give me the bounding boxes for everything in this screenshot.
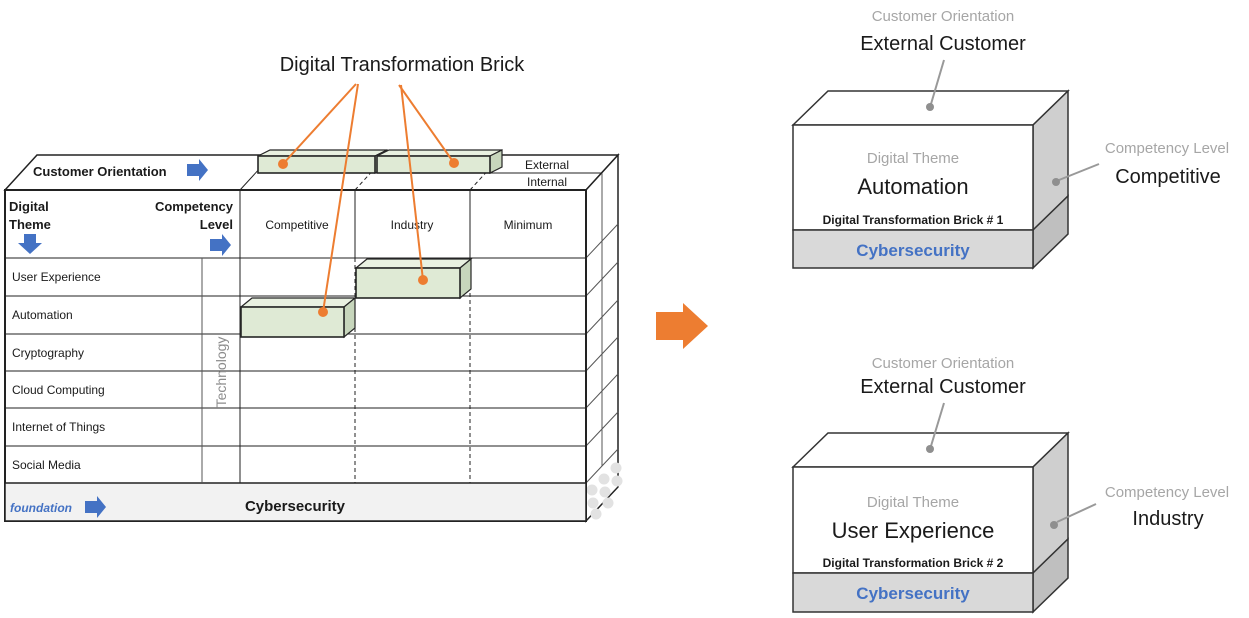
- brick2-competency-label: Competency Level: [1105, 484, 1229, 501]
- depth-label-internal: Internal: [527, 175, 567, 189]
- brick1-theme-label: Digital Theme: [867, 150, 959, 167]
- column-header-minimum: Minimum: [504, 218, 553, 232]
- brick2-top-connector-dot: [926, 445, 934, 453]
- column-header-competitive: Competitive: [265, 218, 329, 232]
- corner-dots-pattern: [586, 462, 623, 520]
- callout-lines: [278, 83, 459, 317]
- brick2-side-connector-dot: [1050, 521, 1058, 529]
- brick2-caption: Digital Transformation Brick # 2: [823, 556, 1004, 570]
- column-lines: [201, 190, 471, 483]
- customer-orientation-arrow-icon: [187, 159, 208, 181]
- matrix-3d-table: Customer Orientation External Internal D…: [3, 54, 623, 523]
- brick2-top-connector-line: [930, 402, 945, 447]
- competency-axis-line2: Level: [200, 217, 233, 232]
- row-label-cloud-computing: Cloud Computing: [12, 383, 105, 397]
- brick2-orientation-value: External Customer: [860, 376, 1026, 398]
- brick1-competency-label: Competency Level: [1105, 140, 1229, 157]
- brick1-caption: Digital Transformation Brick # 1: [823, 213, 1004, 227]
- matrix-right-face-row-lines: [585, 173, 619, 484]
- foundation-right-arrow-icon: [85, 496, 106, 518]
- callout-dot: [318, 307, 328, 317]
- brick1-top-connector-line: [930, 59, 945, 105]
- row-label-internet-of-things: Internet of Things: [12, 420, 105, 434]
- brick1-side-connector-dot: [1052, 178, 1060, 186]
- highlight-brick-automation-competitive: [239, 296, 357, 339]
- brick2-cybersecurity-label: Cybersecurity: [856, 584, 970, 603]
- brick2-foundation-strip: [792, 572, 1034, 613]
- brick1-theme-value: Automation: [857, 174, 968, 199]
- brick2-competency-value: Industry: [1132, 508, 1203, 530]
- foundation-cybersecurity-label: Cybersecurity: [245, 498, 346, 515]
- row-label-social-media: Social Media: [12, 458, 81, 472]
- digital-theme-axis-line2: Theme: [9, 217, 51, 232]
- callout-dot: [449, 158, 459, 168]
- brick2-side-connector-line: [1056, 503, 1097, 523]
- brick2-theme-value: User Experience: [832, 518, 995, 543]
- brick2-orientation-label: Customer Orientation: [872, 355, 1015, 372]
- brick1-front-face: [792, 124, 1034, 231]
- callout-dot: [278, 159, 288, 169]
- callout-dot: [418, 275, 428, 285]
- highlight-brick-userexperience-industry: [354, 257, 473, 300]
- brick1-cybersecurity-label: Cybersecurity: [856, 241, 970, 260]
- brick1-orientation-label: Customer Orientation: [872, 8, 1015, 25]
- digital-theme-axis-line1: Digital: [9, 199, 49, 214]
- competency-right-arrow-icon: [210, 234, 231, 256]
- brick1-side-connector-line: [1058, 163, 1100, 181]
- foundation-label: foundation: [10, 501, 72, 515]
- depth-label-external: External: [525, 158, 569, 172]
- diagram-title: Digital Transformation Brick: [280, 54, 526, 76]
- row-label-automation: Automation: [12, 308, 73, 322]
- column-header-industry: Industry: [391, 218, 434, 232]
- detail-brick-1: Digital Theme Automation Digital Transfo…: [791, 8, 1229, 270]
- row-label-user-experience: User Experience: [12, 270, 101, 284]
- digital-theme-down-arrow-icon: [18, 234, 42, 254]
- brick1-competency-value: Competitive: [1115, 166, 1221, 188]
- brick1-orientation-value: External Customer: [860, 33, 1026, 55]
- brick1-foundation-strip: [792, 229, 1034, 269]
- brick2-theme-label: Digital Theme: [867, 494, 959, 511]
- matrix-front-face: [4, 189, 587, 522]
- technology-category-label: Technology: [213, 337, 229, 408]
- highlight-brick-external-industry: [376, 149, 503, 174]
- brick1-top-connector-dot: [926, 103, 934, 111]
- competency-axis-line1: Competency: [155, 199, 234, 214]
- customer-orientation-label: Customer Orientation: [33, 164, 167, 179]
- highlight-brick-external-competitive: [257, 149, 388, 174]
- transform-arrow-icon: [656, 303, 708, 349]
- detail-brick-2: Digital Theme User Experience Digital Tr…: [791, 355, 1229, 614]
- row-label-cryptography: Cryptography: [12, 346, 84, 360]
